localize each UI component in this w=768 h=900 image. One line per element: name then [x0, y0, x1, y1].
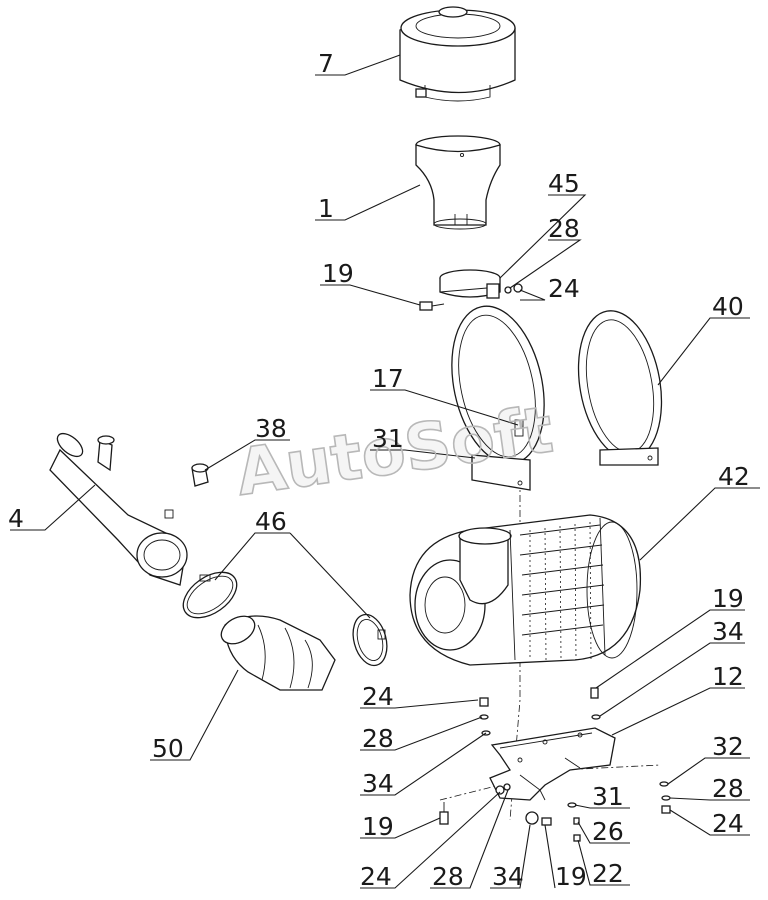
callout-7: 7 — [318, 49, 334, 78]
part-mounting-bracket — [489, 727, 616, 801]
leader-lines — [10, 54, 760, 889]
callout-28-right: 28 — [712, 774, 744, 803]
callout-31-right: 31 — [592, 782, 624, 811]
callout-4: 4 — [8, 504, 24, 533]
part-restriction-sensor — [191, 463, 209, 487]
callout-34-bottom: 34 — [492, 862, 524, 891]
callout-24-top: 24 — [548, 274, 580, 303]
callout-31-left: 31 — [372, 424, 404, 453]
callout-42: 42 — [718, 462, 750, 491]
part-strap-rear — [577, 310, 663, 466]
part-hose-clamp-left — [182, 571, 238, 619]
part-hose-clamp-right — [352, 613, 388, 667]
callout-24-right: 24 — [712, 809, 744, 838]
callout-19-right: 19 — [712, 584, 744, 613]
callout-32: 32 — [712, 732, 744, 761]
part-band-clamp — [439, 269, 501, 299]
callout-1: 1 — [318, 194, 334, 223]
part-hardware-far-right — [659, 781, 671, 814]
part-washer-top — [504, 286, 512, 294]
part-bolt-top — [419, 301, 445, 311]
callout-12: 12 — [712, 662, 744, 691]
callout-19-left: 19 — [362, 812, 394, 841]
callout-24-bottom: 24 — [360, 862, 392, 891]
callout-28-bottom: 28 — [432, 862, 464, 891]
callout-46: 46 — [255, 507, 287, 536]
callout-38: 38 — [255, 414, 287, 443]
callout-50: 50 — [152, 734, 184, 763]
callout-40: 40 — [712, 292, 744, 321]
callout-19-top: 19 — [322, 259, 354, 288]
part-filter-housing — [409, 514, 642, 666]
part-strap-front — [451, 305, 545, 491]
part-adapter-pipe — [415, 135, 501, 230]
part-rubber-elbow — [220, 615, 336, 691]
callout-28-left: 28 — [362, 724, 394, 753]
callout-26: 26 — [592, 817, 624, 846]
callout-19-bottom: 19 — [555, 862, 587, 891]
callout-24-left: 24 — [362, 682, 394, 711]
part-hardware-right-stack — [590, 687, 601, 720]
callout-28-top: 28 — [548, 214, 580, 243]
part-hardware-left-stack — [479, 697, 491, 736]
callout-34-right: 34 — [712, 617, 744, 646]
callout-45: 45 — [548, 169, 580, 198]
part-intake-pipe — [49, 432, 188, 586]
part-precleaner-cap — [399, 6, 516, 102]
callout-17: 17 — [372, 364, 404, 393]
callout-22: 22 — [592, 859, 624, 888]
callout-34-left: 34 — [362, 769, 394, 798]
